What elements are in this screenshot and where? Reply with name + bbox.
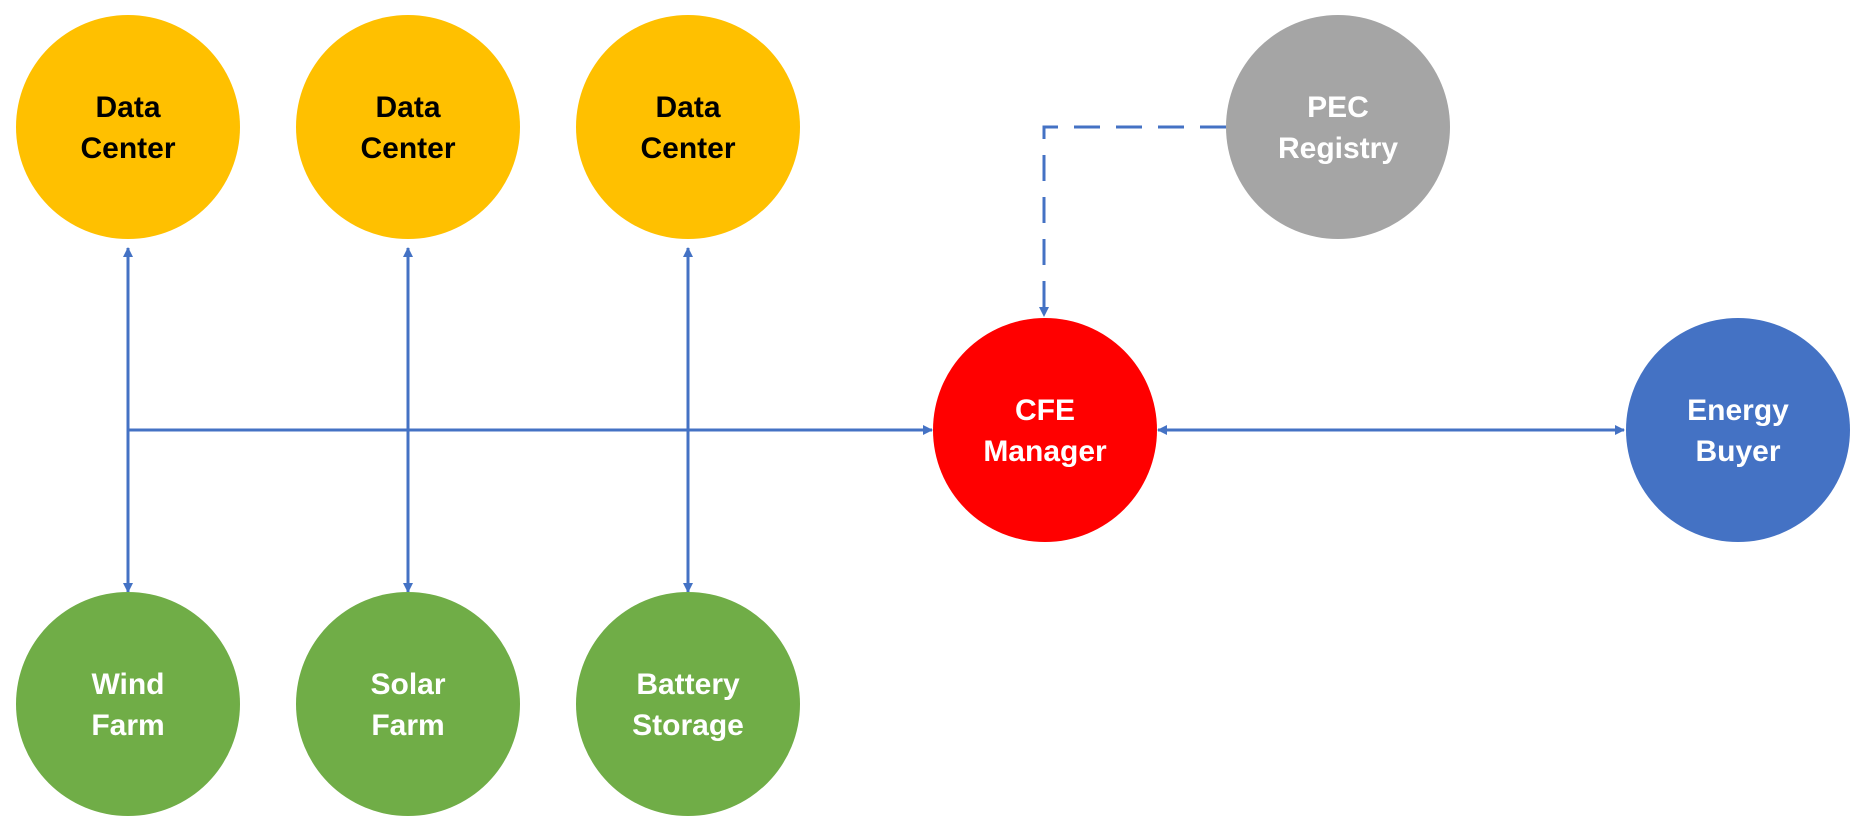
data-center-label: Data <box>655 91 720 124</box>
pec-registry-label: PEC <box>1307 91 1369 124</box>
data-center-circle <box>16 15 240 239</box>
cfe-manager-label: CFE <box>1015 394 1075 427</box>
node-battery-storage: Battery Storage <box>576 592 800 816</box>
pec-registry-label: Registry <box>1278 132 1398 165</box>
data-center-label: Center <box>80 132 175 165</box>
node-data-center-1: Data Center <box>16 15 240 239</box>
edge-pecregistry-cfemanager <box>1039 125 1226 317</box>
data-center-circle <box>296 15 520 239</box>
node-pec-registry: PEC Registry <box>1226 15 1450 239</box>
node-solar-farm: Solar Farm <box>296 592 520 816</box>
node-data-center-3: Data Center <box>576 15 800 239</box>
energy-buyer-label: Energy <box>1687 394 1789 427</box>
pec-registry-circle <box>1226 15 1450 239</box>
energy-buyer-circle <box>1626 318 1850 542</box>
wind-farm-label: Wind <box>91 668 164 701</box>
solar-farm-label: Farm <box>371 709 444 742</box>
data-center-label: Data <box>95 91 160 124</box>
data-center-circle <box>576 15 800 239</box>
energy-buyer-label: Buyer <box>1695 435 1780 468</box>
wind-farm-circle <box>16 592 240 816</box>
battery-storage-label: Storage <box>632 709 744 742</box>
data-center-label: Center <box>360 132 455 165</box>
node-cfe-manager: CFE Manager <box>933 318 1157 542</box>
cfe-manager-label: Manager <box>983 435 1107 468</box>
node-wind-farm: Wind Farm <box>16 592 240 816</box>
cfe-manager-circle <box>933 318 1157 542</box>
solar-farm-label: Solar <box>370 668 445 701</box>
battery-storage-circle <box>576 592 800 816</box>
data-center-label: Center <box>640 132 735 165</box>
battery-storage-label: Battery <box>636 668 740 701</box>
node-data-center-2: Data Center <box>296 15 520 239</box>
data-center-label: Data <box>375 91 440 124</box>
solar-farm-circle <box>296 592 520 816</box>
node-energy-buyer: Energy Buyer <box>1626 318 1850 542</box>
wind-farm-label: Farm <box>91 709 164 742</box>
connectors <box>123 125 1625 593</box>
